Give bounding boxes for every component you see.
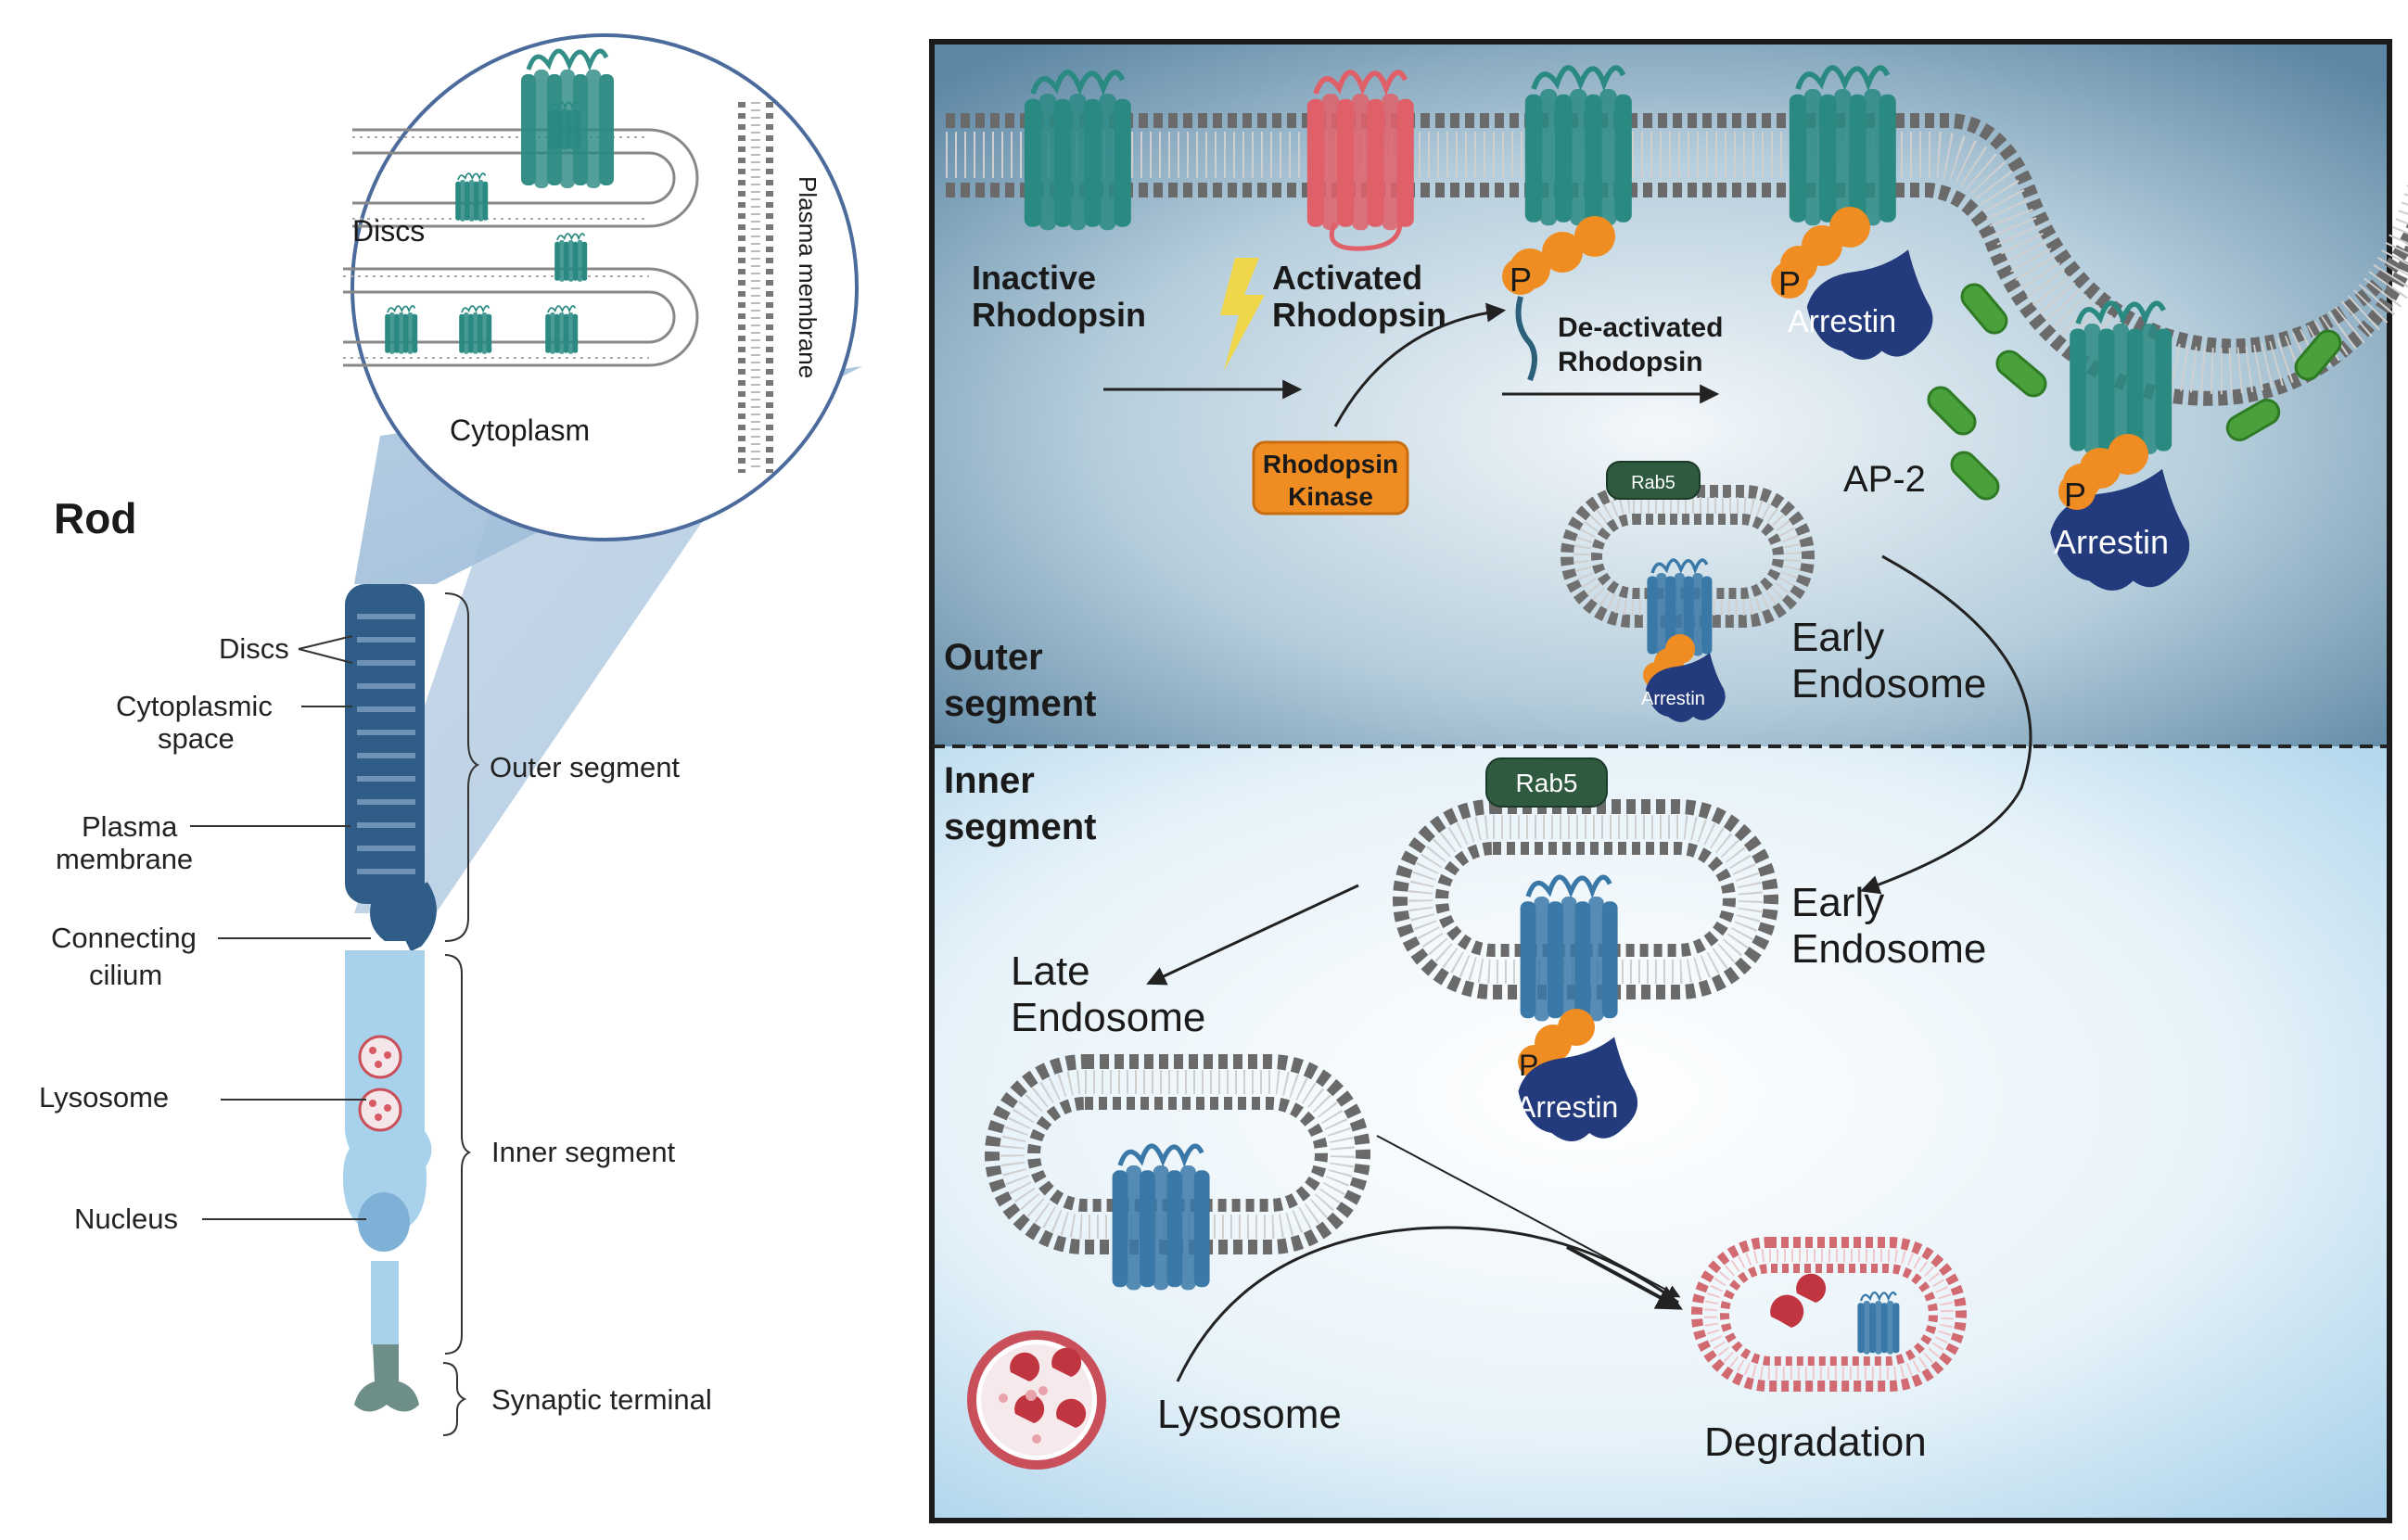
- phosphate-chain-1: P: [1502, 216, 1615, 382]
- right-panel: P P Arrestin P Arrestin: [929, 39, 2408, 1523]
- ap2-capsules: [1927, 283, 2342, 501]
- zoom-circle: Discs Cytoplasm Plasma membrane: [343, 33, 859, 541]
- rab5-label-1: Rab5: [1631, 473, 1675, 493]
- outer-segment-label-2: segment: [944, 683, 1097, 724]
- deactivated-label-2: Rhodopsin: [1558, 347, 1703, 377]
- label-cytoplasmic: Cytoplasmic: [116, 690, 273, 722]
- late-endosome-label-2: Endosome: [1011, 995, 1205, 1040]
- outer-segment-label-1: Outer: [944, 637, 1043, 678]
- bracket-inner-segment: Inner segment: [491, 1136, 676, 1168]
- phospho-p-2: P: [1778, 264, 1801, 302]
- inactive-label-2: Rhodopsin: [972, 296, 1146, 334]
- inner-segment-bg: [932, 746, 2389, 1521]
- label-connecting: Connecting: [51, 922, 197, 954]
- activated-label-1: Activated: [1272, 259, 1422, 297]
- label-lysosome: Lysosome: [39, 1081, 169, 1114]
- ap2-label: AP-2: [1843, 459, 1926, 500]
- inner-segment-label-1: Inner: [944, 760, 1035, 801]
- late-endosome: [985, 1054, 1370, 1290]
- kinase-label-1: Rhodopsin: [1263, 450, 1398, 478]
- activated-label-2: Rhodopsin: [1272, 296, 1446, 334]
- label-plasma: Plasma: [82, 810, 178, 843]
- rab5-label-2: Rab5: [1516, 769, 1578, 797]
- arrestin-label-2: Arrestin: [2054, 523, 2169, 561]
- lysosome-label: Lysosome: [1157, 1392, 1342, 1437]
- rhodopsin-kinase: Rhodopsin Kinase: [1252, 440, 1409, 515]
- early-endosome-label-2: Endosome: [1791, 661, 1986, 706]
- bracket-synaptic-terminal: Synaptic terminal: [491, 1383, 712, 1416]
- zoom-cytoplasm-label: Cytoplasm: [450, 414, 590, 447]
- degradation-label: Degradation: [1704, 1419, 1927, 1465]
- degradation-vesicle: [1691, 1237, 1967, 1392]
- early-endosome-outer: Arrestin Rab5: [1561, 461, 1815, 722]
- zoom-discs-label: Discs: [352, 214, 425, 248]
- late-endosome-label-1: Late: [1011, 948, 1090, 994]
- label-nucleus: Nucleus: [74, 1203, 178, 1235]
- left-panel: Rod: [39, 33, 862, 1436]
- phosphate-chain-3: P Arrestin: [2050, 434, 2190, 591]
- early-endosome-inner: P Arrestin Rab5: [1393, 757, 1778, 1141]
- lysosome: [967, 1330, 1106, 1470]
- early-endosome-label-3: Early: [1791, 880, 1884, 925]
- bracket-outer-segment: Outer segment: [490, 751, 680, 783]
- inner-segment-label-2: segment: [944, 807, 1097, 847]
- label-membrane: membrane: [56, 843, 193, 875]
- segment-brackets: [442, 592, 480, 1436]
- phospho-p-4: P: [1519, 1049, 1538, 1082]
- zoom-cone-lower: [354, 426, 742, 913]
- phospho-p-3: P: [2064, 476, 2086, 514]
- phosphate-chain-2: P Arrestin: [1771, 207, 1933, 360]
- early-endosome-label-4: Endosome: [1791, 926, 1986, 972]
- phospho-p-1: P: [1510, 261, 1532, 299]
- deactivated-label-1: De-activated: [1558, 312, 1723, 343]
- panel-frame: [929, 39, 2392, 1523]
- arrestin-label-1: Arrestin: [1788, 304, 1896, 339]
- rod-title: Rod: [54, 494, 136, 542]
- label-cilium: cilium: [89, 959, 162, 991]
- early-endosome-label-1: Early: [1791, 615, 1884, 660]
- kinase-label-2: Kinase: [1288, 482, 1373, 511]
- inactive-label-1: Inactive: [972, 259, 1096, 297]
- rod-labels: Discs Cytoplasmic space Plasma membrane …: [39, 632, 371, 1235]
- arrestin-label-3: Arrestin: [1641, 689, 1705, 709]
- label-space: space: [158, 722, 235, 755]
- rod-cell: [343, 584, 437, 1412]
- arrestin-label-4: Arrestin: [1516, 1090, 1618, 1124]
- light-icon: [1220, 258, 1265, 371]
- label-discs: Discs: [219, 632, 289, 665]
- zoom-plasma-membrane-label: Plasma membrane: [794, 176, 822, 378]
